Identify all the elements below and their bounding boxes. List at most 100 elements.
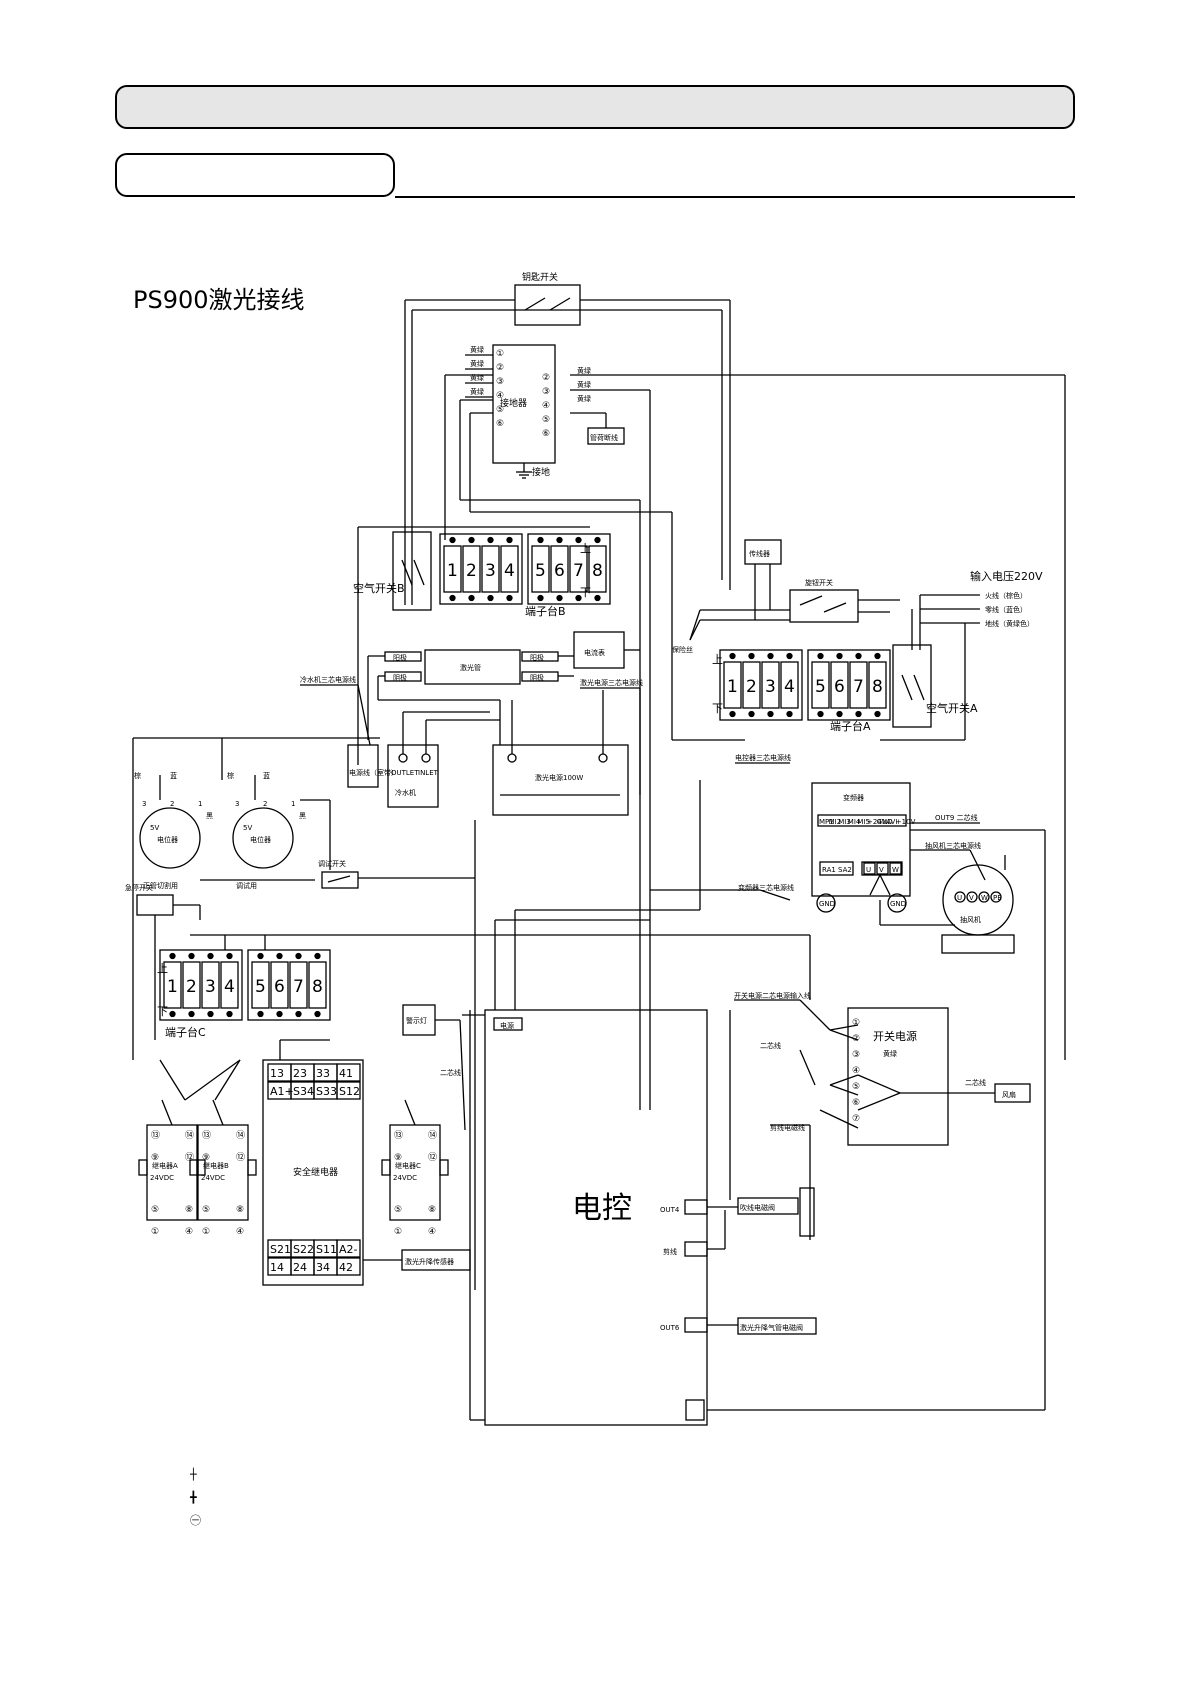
svg-text:输入电压220V: 输入电压220V <box>970 569 1043 583</box>
svg-text:旋钮开关: 旋钮开关 <box>805 578 833 587</box>
terminal-pin: 7 <box>853 677 864 697</box>
fan-pin: U <box>957 894 962 902</box>
svg-text:激光升降传感器: 激光升降传感器 <box>405 1257 454 1266</box>
potentiometer-voltage: 5V <box>150 824 159 832</box>
switch-psu-pin: ④ <box>852 1066 860 1076</box>
svg-text:电控: 电控 <box>572 1191 632 1226</box>
svg-text:电控器三芯电源线: 电控器三芯电源线 <box>735 753 791 762</box>
safety-relay-terminal: 42 <box>339 1261 353 1274</box>
chiller: 冷水机 OUTLET INLET 电源线（室带） <box>347 744 439 808</box>
potentiometer-pin: 2 <box>263 800 267 808</box>
svg-text:激光升降气管电磁阀: 激光升降气管电磁阀 <box>740 1323 803 1332</box>
svg-text:⑧: ⑧ <box>236 1205 244 1215</box>
svg-text:剪线电磁线: 剪线电磁线 <box>770 1123 805 1132</box>
svg-text:⑨: ⑨ <box>151 1153 159 1163</box>
legend: ┼╋㊀ <box>189 1467 201 1527</box>
svg-text:变频器三芯电源线: 变频器三芯电源线 <box>738 883 794 892</box>
svg-text:阳极: 阳极 <box>530 653 544 662</box>
potentiometer-pin: 3 <box>235 800 239 808</box>
switch-psu-pin: ① <box>852 1018 860 1028</box>
svg-text:①: ① <box>202 1227 210 1237</box>
terminal-pin: 1 <box>727 677 738 697</box>
svg-text:警示灯: 警示灯 <box>406 1016 427 1025</box>
svg-text:剪线: 剪线 <box>663 1247 677 1256</box>
svg-text:安全继电器: 安全继电器 <box>293 1166 338 1178</box>
fan-box <box>994 1083 1031 1103</box>
estop-button <box>136 894 174 916</box>
svg-text:抽风机: 抽风机 <box>960 915 981 924</box>
svg-text:⑨: ⑨ <box>394 1153 402 1163</box>
svg-text:OUTLET: OUTLET <box>391 769 419 777</box>
svg-text:风扇: 风扇 <box>1002 1090 1016 1099</box>
terminal-pin: 2 <box>746 677 757 697</box>
svg-text:⑤: ⑤ <box>202 1205 210 1215</box>
svg-text:零线（蓝色）: 零线（蓝色） <box>985 605 1027 614</box>
svg-text:开关电源: 开关电源 <box>873 1029 917 1043</box>
svg-text:空气开关B: 空气开关B <box>353 581 405 595</box>
legend-symbol: ㊀ <box>190 1514 201 1527</box>
safety-relay-terminal: S22 <box>293 1243 314 1256</box>
svg-text:OUT4: OUT4 <box>660 1206 680 1214</box>
svg-text:①: ① <box>151 1227 159 1237</box>
ground-pin-left: ④ <box>496 391 504 401</box>
ground-pin-right: ⑤ <box>542 415 550 425</box>
wire-label: 黄绿 <box>577 394 591 403</box>
switch-psu-pin: ③ <box>852 1050 860 1060</box>
wire-color: 棕 <box>134 771 141 780</box>
ground-pin-right: ⑥ <box>542 429 550 439</box>
svg-text:⑬: ⑬ <box>202 1130 211 1141</box>
terminal-pin: 8 <box>872 677 883 697</box>
wire-color: 黑 <box>299 812 306 820</box>
laser-tube: 激光管 阳极 阴极 阳极 阴极 <box>384 649 559 685</box>
wire-label: 黄绿 <box>470 345 484 354</box>
switch-psu-pin: ⑥ <box>852 1098 860 1108</box>
terminal-pin: 3 <box>765 677 776 697</box>
terminal-pin: 5 <box>535 561 546 581</box>
legend-symbol: ┼ <box>189 1467 197 1481</box>
terminal-pin: 7 <box>293 977 304 997</box>
ground-pin-right: ② <box>542 373 550 383</box>
potentiometer-pin: 2 <box>170 800 174 808</box>
safety-relay: 安全继电器 <box>262 1059 364 1286</box>
svg-text:OUT9 二芯线: OUT9 二芯线 <box>935 813 978 822</box>
svg-text:急停开关: 急停开关 <box>125 883 153 892</box>
safety-relay-terminal: S11 <box>316 1243 337 1256</box>
vfd-pin: MI5 <box>857 818 870 826</box>
terminal-pin: 8 <box>592 561 603 581</box>
svg-text:端子台C: 端子台C <box>165 1025 206 1039</box>
ground-pin-left: ③ <box>496 377 504 387</box>
svg-text:二芯线: 二芯线 <box>965 1078 986 1087</box>
switch-psu-pin: ⑦ <box>852 1114 860 1124</box>
breaker-b: 空气开关B <box>353 531 432 611</box>
svg-text:接地: 接地 <box>532 466 550 478</box>
ground-pin-left: ⑤ <box>496 405 504 415</box>
safety-relay-terminal: S33 <box>316 1085 337 1098</box>
svg-text:吹线电磁阀: 吹线电磁阀 <box>740 1203 775 1212</box>
potentiometer-pin: 3 <box>142 800 146 808</box>
ground-pin-left: ⑥ <box>496 419 504 429</box>
wire-color: 黑 <box>206 812 213 820</box>
power-input: 输入电压220V 火线（棕色） 零线（蓝色） 地线（黄绿色） <box>880 569 1043 741</box>
svg-text:空气开关A: 空气开关A <box>926 701 978 715</box>
svg-text:上: 上 <box>580 542 591 555</box>
terminal-pin: 1 <box>167 977 178 997</box>
svg-text:⑧: ⑧ <box>428 1205 436 1215</box>
potentiometer-label: 电位器 <box>250 835 271 844</box>
vfd-pin: GND <box>877 818 893 826</box>
svg-text:下: 下 <box>157 1005 168 1018</box>
svg-text:GND: GND <box>890 900 906 908</box>
vfd-pin: MI4 <box>848 818 861 826</box>
svg-text:激光电源100W: 激光电源100W <box>535 773 583 782</box>
svg-text:传线器: 传线器 <box>749 549 770 558</box>
safety-relay-terminal: 23 <box>293 1067 307 1080</box>
terminal-pin: 4 <box>224 977 235 997</box>
terminal-pin: 1 <box>447 561 458 581</box>
relay-name: 继电器C <box>395 1161 421 1170</box>
ground-block: 接地器 接地 <box>492 344 556 479</box>
